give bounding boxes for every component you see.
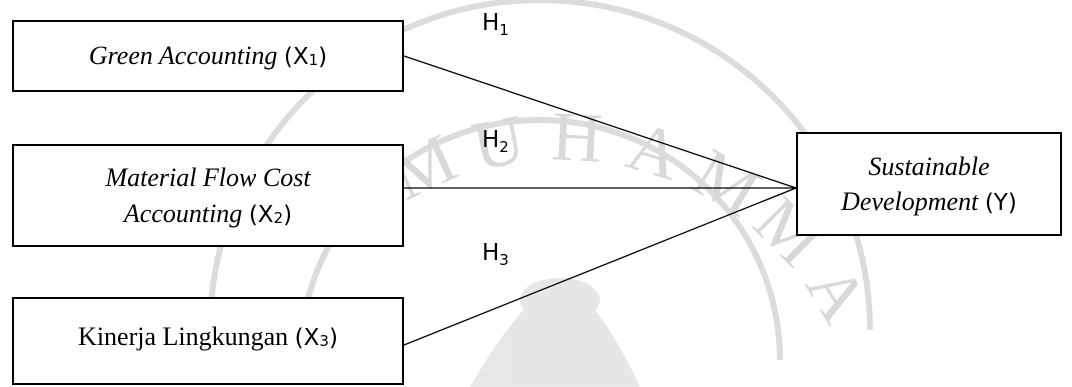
mfca-label-line2: Accounting <box>123 198 243 228</box>
sustainable-development-variable: (Y) <box>984 190 1017 216</box>
kinerja-lingkungan-label: Kinerja Lingkungan <box>78 322 289 351</box>
mfca-label-line1: Material Flow Cost <box>105 163 311 193</box>
green-accounting-variable: (X1) <box>283 44 328 71</box>
hypothesis-h2-label: H2 <box>482 127 509 156</box>
kinerja-lingkungan-variable: (X3) <box>294 325 338 351</box>
hypothesis-h3-label: H3 <box>482 240 509 269</box>
sustainable-development-box: Sustainable Development (Y) <box>796 132 1062 236</box>
sustainable-development-label-line2: Development <box>841 187 979 216</box>
material-flow-cost-accounting-box: Material Flow Cost Accounting (X2) <box>12 144 404 247</box>
mfca-variable: (X2) <box>248 201 293 228</box>
kinerja-lingkungan-box: Kinerja Lingkungan (X3) <box>12 297 404 385</box>
sustainable-development-label-line1: Sustainable <box>868 151 990 181</box>
hypothesis-line-h3 <box>403 187 797 346</box>
hypothesis-line-h1 <box>403 55 797 189</box>
green-accounting-box: Green Accounting (X1) <box>12 20 404 92</box>
green-accounting-label: Green Accounting <box>88 41 278 71</box>
hypothesis-h1-label: H1 <box>482 10 509 39</box>
watermark-letter: H <box>550 98 605 178</box>
